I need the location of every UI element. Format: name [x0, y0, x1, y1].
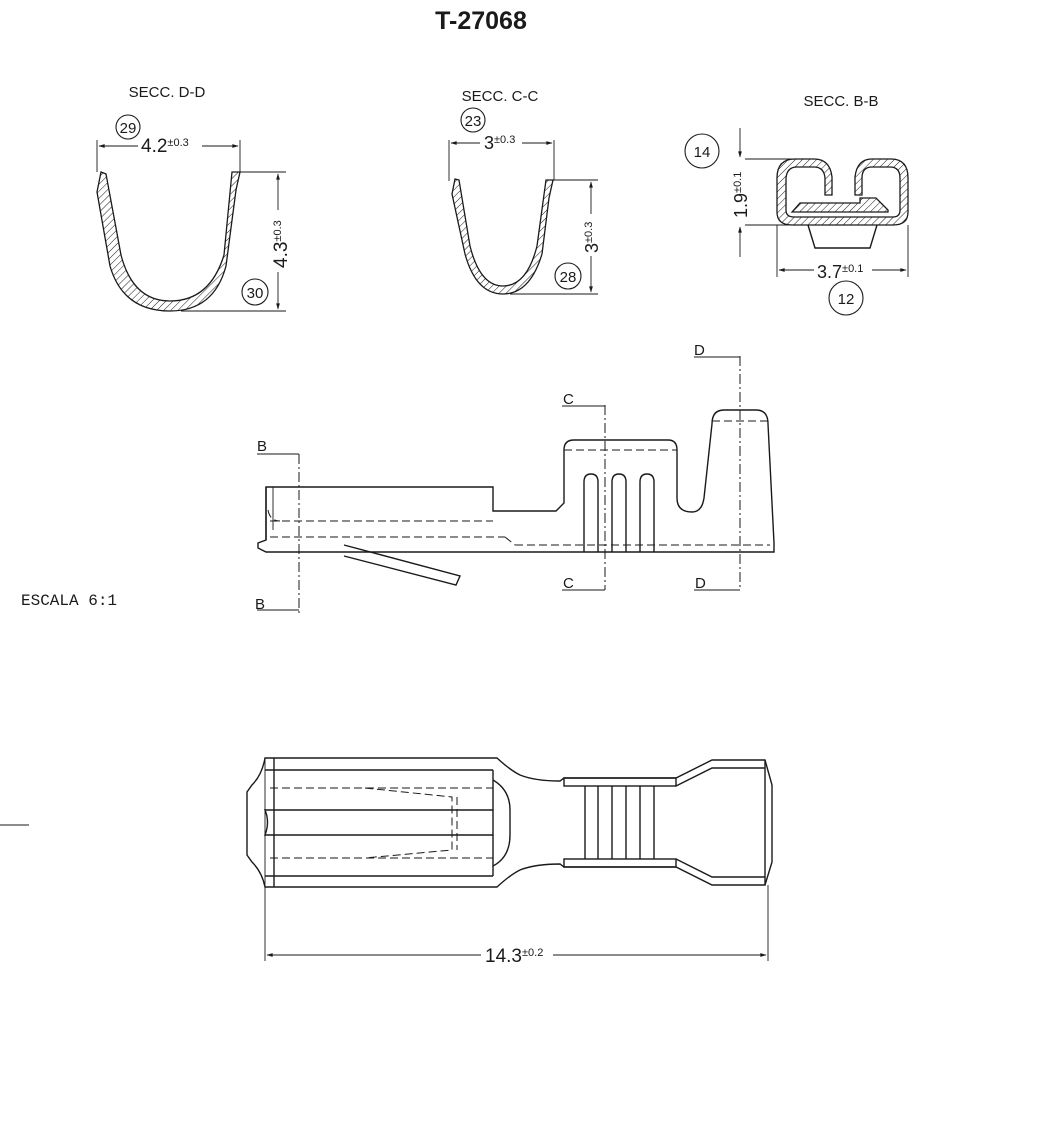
section-cc-width: 3±0.3: [484, 133, 515, 153]
side-view: B B C C D D: [255, 342, 775, 613]
section-bb-label: SECC. B-B: [803, 93, 878, 110]
section-cc-bubble-b: 28: [560, 269, 577, 286]
section-cc-height: 3±0.3: [582, 222, 602, 253]
cut-b-top: B: [257, 438, 267, 455]
section-bb-bubble-a: 14: [694, 144, 711, 161]
cut-c-top: C: [563, 391, 574, 408]
section-dd-profile: [96, 171, 241, 312]
overall-length-dimension: 14.3±0.2: [485, 946, 543, 967]
section-bb-height: 1.9±0.1: [731, 172, 751, 218]
section-bb-width: 3.7±0.1: [817, 262, 863, 282]
section-dd: SECC. D-D 4.2±0.3 4.3±0.3 29 30: [96, 84, 292, 312]
cut-c-bottom: C: [563, 575, 574, 592]
section-dd-label: SECC. D-D: [129, 84, 206, 101]
section-cc: SECC. C-C 3±0.3 3±0.3 23 28: [448, 88, 603, 295]
section-dd-bubble-b: 30: [247, 285, 264, 302]
section-dd-width: 4.2±0.3: [141, 136, 189, 157]
section-dd-bubble-a: 29: [120, 120, 137, 137]
section-bb: SECC. B-B 1.9±0.1 3.7±0.1 14 12: [684, 93, 909, 316]
cut-d-top: D: [694, 342, 705, 359]
cut-d-bottom: D: [695, 575, 706, 592]
scale-label: ESCALA 6:1: [21, 592, 117, 610]
section-bb-profile: [776, 158, 909, 226]
section-cc-profile: [451, 178, 554, 295]
section-dd-height: 4.3±0.3: [271, 220, 292, 268]
section-cc-label: SECC. C-C: [462, 88, 539, 105]
top-view-outline: [246, 757, 773, 888]
cut-b-bottom: B: [255, 596, 265, 613]
side-view-outline: [257, 409, 775, 553]
section-bb-bubble-b: 12: [838, 291, 855, 308]
drawing-title: T-27068: [435, 7, 527, 35]
top-view: 14.3±0.2: [246, 757, 773, 967]
section-cc-bubble-a: 23: [465, 113, 482, 130]
